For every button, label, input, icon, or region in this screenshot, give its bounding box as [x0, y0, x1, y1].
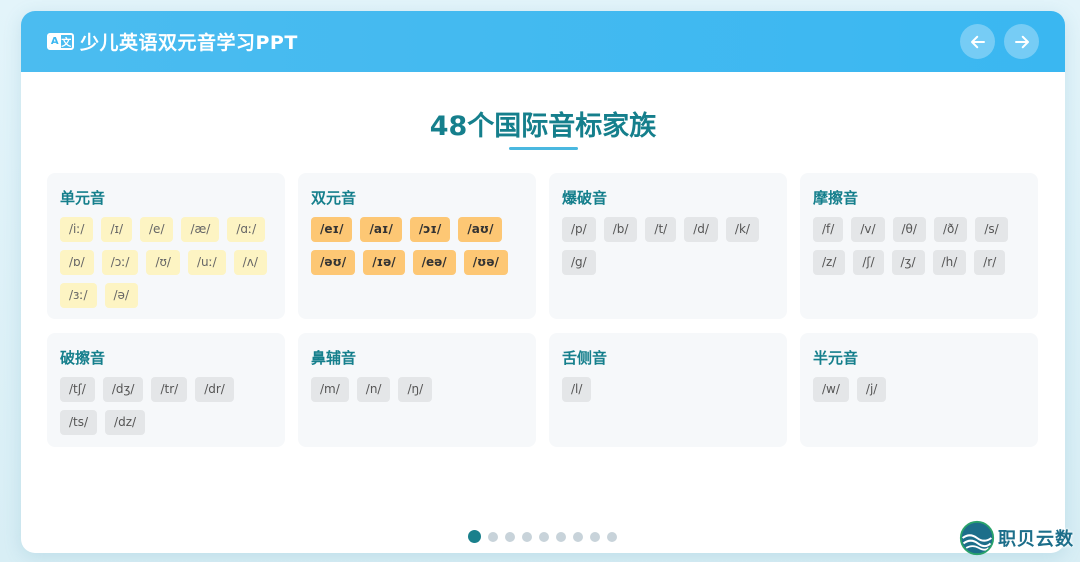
phonetic-symbol-chip[interactable]: /r/	[974, 250, 1006, 275]
symbol-list: /l/	[562, 377, 775, 402]
phonetic-symbol-chip[interactable]: /p/	[562, 217, 596, 242]
phonetic-symbol-chip[interactable]: /ʊə/	[463, 250, 508, 275]
symbol-list: /iː/ /ɪ/ /e/ /æ/ /ɑː/ /ɒ/ /ɔː/ /ʊ/ /uː/ /ʌ/ /ɜː/ /ə…	[60, 217, 273, 308]
next-slide-button[interactable]	[1004, 24, 1039, 59]
symbol-list: /tʃ/ /dʒ/ /tr/ /dr/ /ts/ /dz/	[60, 377, 273, 435]
arrow-right-icon	[1014, 35, 1029, 48]
phonetic-symbol-chip[interactable]: /uː/	[187, 250, 226, 275]
phonetic-symbol-chip[interactable]: /ŋ/	[398, 377, 433, 402]
family-title: 双元音	[311, 189, 357, 207]
family-card: 单元音/iː/ /ɪ/ /e/ /æ/ /ɑː/ /ɒ/ /ɔː/ /ʊ/ /uː/ /ʌ/ /ɜː…	[47, 173, 285, 319]
phonetic-symbol-chip[interactable]: /eɪ/	[311, 217, 353, 242]
phonetic-symbol-chip[interactable]: /w/	[813, 377, 849, 402]
title-bar: A 文 少儿英语双元音学习PPT	[21, 11, 1065, 72]
phonetic-symbol-chip[interactable]: /ɑː/	[227, 217, 266, 242]
pagination-dot[interactable]	[522, 531, 532, 542]
pagination-dot-active[interactable]	[468, 530, 481, 543]
phonetic-symbol-chip[interactable]: /v/	[851, 217, 885, 242]
page-title: 48个国际音标家族	[429, 111, 657, 142]
phonetic-symbol-chip[interactable]: /k/	[725, 217, 759, 242]
phonetic-symbol-chip[interactable]: /iː/	[60, 217, 94, 242]
phonetic-symbol-chip[interactable]: /ɔː/	[101, 250, 139, 275]
phonetic-symbol-chip[interactable]: /aɪ/	[360, 217, 402, 242]
phonetic-symbol-chip[interactable]: /ʌ/	[233, 250, 267, 275]
phonetic-symbol-chip[interactable]: /æ/	[181, 217, 220, 242]
phonetic-symbol-chip[interactable]: /ts/	[60, 410, 98, 435]
phonetic-symbol-chip[interactable]: /tʃ/	[60, 377, 95, 402]
phonetic-symbol-chip[interactable]: /ə/	[104, 283, 138, 308]
phonetic-symbol-chip[interactable]: /h/	[932, 250, 967, 275]
family-title: 爆破音	[562, 189, 608, 207]
prev-slide-button[interactable]	[960, 24, 995, 59]
phonetic-symbol-chip[interactable]: /s/	[975, 217, 1008, 242]
phonetic-symbol-chip[interactable]: /n/	[356, 377, 391, 402]
phonetic-symbol-chip[interactable]: /ɪə/	[363, 250, 405, 275]
family-title: 舌侧音	[562, 349, 608, 367]
pagination-dots	[468, 530, 617, 543]
family-title: 半元音	[813, 349, 859, 367]
translate-icon: A 文	[47, 33, 74, 50]
symbol-list: /m/ /n/ /ŋ/	[311, 377, 524, 402]
phonetic-symbol-chip[interactable]: /ɜː/	[60, 283, 97, 308]
family-card: 半元音/w/ /j/	[800, 333, 1038, 447]
phonetic-family-grid: 单元音/iː/ /ɪ/ /e/ /æ/ /ɑː/ /ɒ/ /ɔː/ /ʊ/ /uː/ /ʌ/ /ɜː…	[47, 173, 1038, 447]
app-title: 少儿英语双元音学习PPT	[80, 32, 298, 54]
family-card: 摩擦音/f/ /v/ /θ/ /ð/ /s/ /z/ /ʃ/ /ʒ/ /h/ /r/	[800, 173, 1038, 319]
pagination-dot[interactable]	[607, 531, 617, 542]
phonetic-symbol-chip[interactable]: /ʒ/	[891, 250, 925, 275]
family-card: 双元音/eɪ/ /aɪ/ /ɔɪ/ /aʊ/ /əʊ/ /ɪə/ /eə/ /ʊə/	[298, 173, 536, 319]
phonetic-symbol-chip[interactable]: /l/	[562, 377, 592, 402]
presentation-window: A 文 少儿英语双元音学习PPT 48个国际音标家族 单元音/iː/ /ɪ/ /e/…	[21, 11, 1065, 553]
phonetic-symbol-chip[interactable]: /ʃ/	[853, 250, 884, 275]
symbol-list: /f/ /v/ /θ/ /ð/ /s/ /z/ /ʃ/ /ʒ/ /h/ /r/	[813, 217, 1026, 275]
family-card: 爆破音/p/ /b/ /t/ /d/ /k/ /g/	[549, 173, 787, 319]
symbol-list: /eɪ/ /aɪ/ /ɔɪ/ /aʊ/ /əʊ/ /ɪə/ /eə/ /ʊə/	[311, 217, 524, 275]
phonetic-symbol-chip[interactable]: /ð/	[933, 217, 968, 242]
pagination-dot[interactable]	[573, 531, 583, 542]
phonetic-symbol-chip[interactable]: /z/	[813, 250, 846, 275]
phonetic-symbol-chip[interactable]: /ɒ/	[60, 250, 94, 275]
phonetic-symbol-chip[interactable]: /ɔɪ/	[409, 217, 451, 242]
phonetic-symbol-chip[interactable]: /b/	[603, 217, 638, 242]
phonetic-symbol-chip[interactable]: /dʒ/	[102, 377, 144, 402]
family-card: 舌侧音/l/	[549, 333, 787, 447]
family-title: 单元音	[60, 189, 106, 207]
symbol-list: /p/ /b/ /t/ /d/ /k/ /g/	[562, 217, 775, 275]
family-title: 破擦音	[60, 349, 106, 367]
pagination-dot[interactable]	[556, 531, 566, 542]
phonetic-symbol-chip[interactable]: /dz/	[105, 410, 146, 435]
phonetic-symbol-chip[interactable]: /dr/	[195, 377, 234, 402]
phonetic-symbol-chip[interactable]: /f/	[813, 217, 844, 242]
family-card: 鼻辅音/m/ /n/ /ŋ/	[298, 333, 536, 447]
watermark-text: 职贝云数	[998, 529, 1074, 550]
family-title: 鼻辅音	[311, 349, 357, 367]
phonetic-symbol-chip[interactable]: /t/	[645, 217, 677, 242]
phonetic-symbol-chip[interactable]: /j/	[856, 377, 887, 402]
phonetic-symbol-chip[interactable]: /əʊ/	[311, 250, 356, 275]
pagination-dot[interactable]	[539, 531, 549, 542]
phonetic-symbol-chip[interactable]: /g/	[562, 250, 596, 275]
watermark: 职贝云数	[959, 520, 1074, 556]
brand-logo-icon	[959, 520, 995, 556]
phonetic-symbol-chip[interactable]: /aʊ/	[458, 217, 503, 242]
phonetic-symbol-chip[interactable]: /tr/	[151, 377, 188, 402]
phonetic-symbol-chip[interactable]: /eə/	[412, 250, 456, 275]
phonetic-symbol-chip[interactable]: /ɪ/	[101, 217, 133, 242]
title-underline	[509, 147, 578, 150]
pagination-dot[interactable]	[505, 531, 515, 542]
pagination-dot[interactable]	[590, 531, 600, 542]
phonetic-symbol-chip[interactable]: /θ/	[892, 217, 926, 242]
phonetic-symbol-chip[interactable]: /m/	[311, 377, 349, 402]
phonetic-symbol-chip[interactable]: /d/	[684, 217, 718, 242]
symbol-list: /w/ /j/	[813, 377, 1026, 402]
family-card: 破擦音/tʃ/ /dʒ/ /tr/ /dr/ /ts/ /dz/	[47, 333, 285, 447]
phonetic-symbol-chip[interactable]: /ʊ/	[146, 250, 180, 275]
pagination-dot[interactable]	[488, 531, 498, 542]
phonetic-symbol-chip[interactable]: /e/	[140, 217, 174, 242]
family-title: 摩擦音	[813, 189, 859, 207]
arrow-left-icon	[970, 35, 985, 48]
